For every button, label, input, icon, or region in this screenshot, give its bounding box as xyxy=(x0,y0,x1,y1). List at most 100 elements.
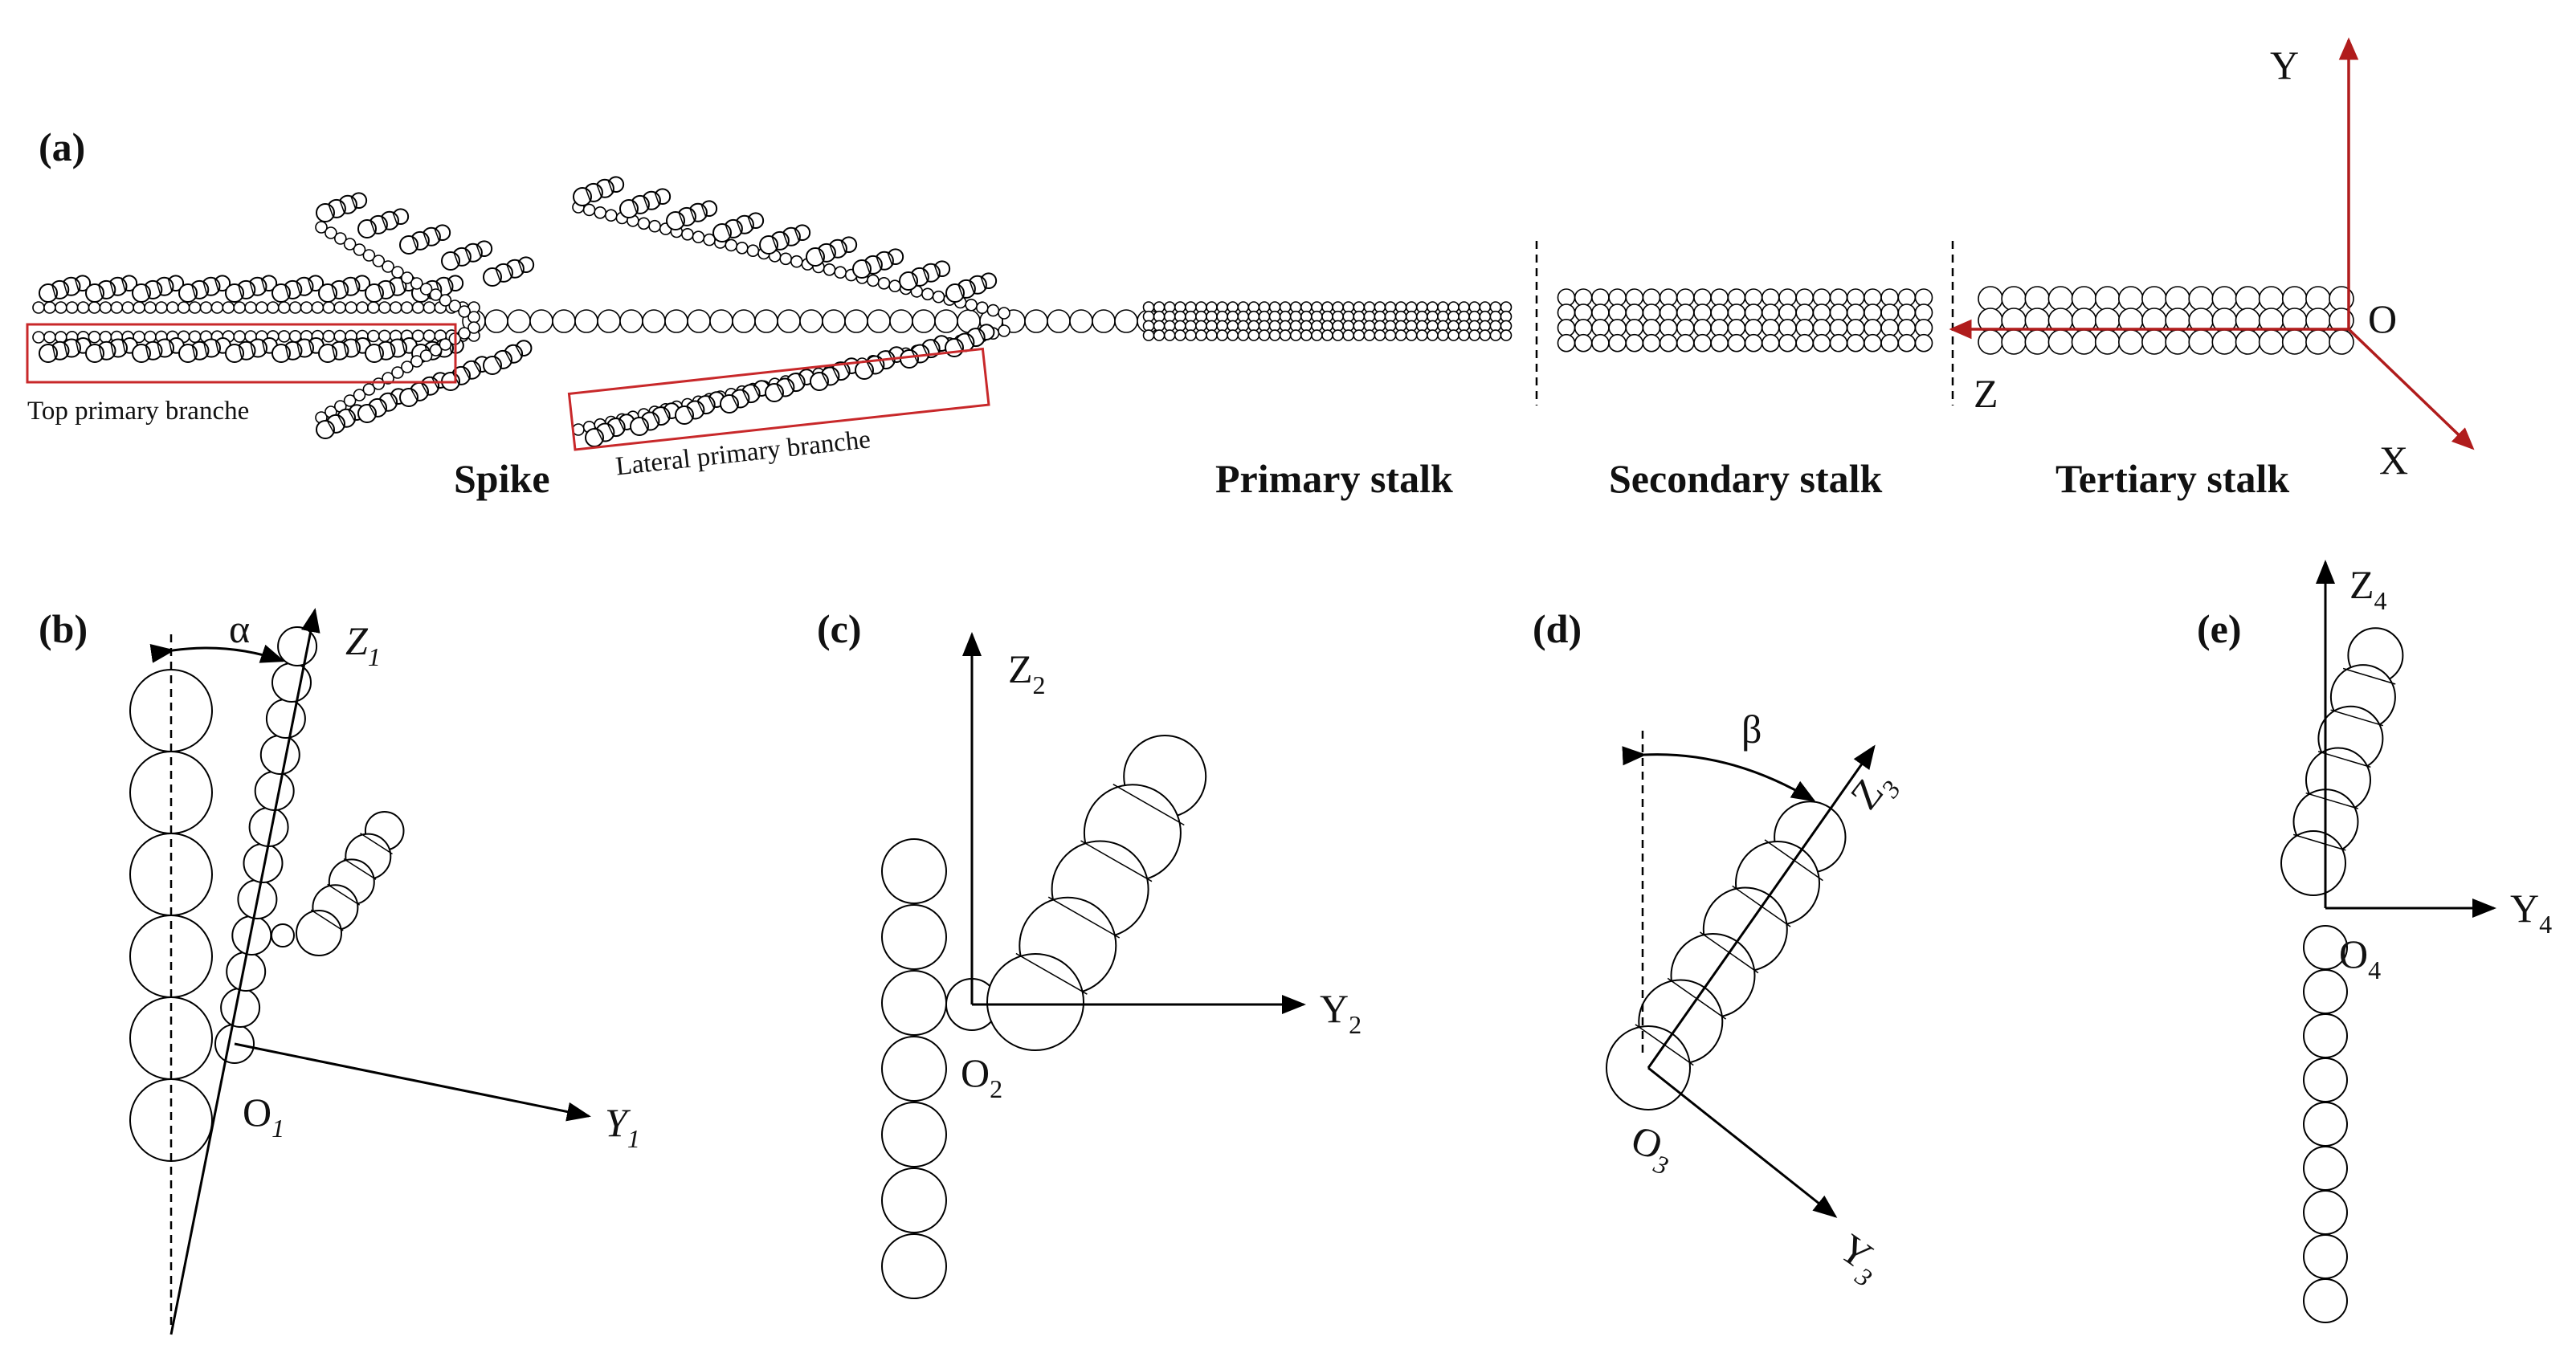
spikelet-lateral xyxy=(765,369,815,402)
branch-node xyxy=(410,277,423,290)
stalk-node xyxy=(1914,318,1933,337)
floret-divider xyxy=(585,187,591,202)
stalk-node xyxy=(1163,329,1176,341)
stalk-node xyxy=(1342,329,1354,341)
stalk-node xyxy=(2235,329,2261,355)
stalk-node xyxy=(1227,329,1239,341)
stalk-node xyxy=(1206,329,1218,341)
floret-circle xyxy=(39,344,58,363)
floret-divider xyxy=(782,231,789,247)
floret-divider xyxy=(911,271,917,287)
stalk-node xyxy=(1625,333,1644,352)
floret-divider xyxy=(606,422,614,438)
stalk-node xyxy=(1864,333,1882,352)
spikelet-lateral xyxy=(666,200,718,230)
floret-divider xyxy=(401,339,406,355)
panel-c-model xyxy=(881,735,1207,1299)
floret-divider xyxy=(752,384,761,398)
branch-node xyxy=(439,338,452,351)
stalk-node xyxy=(1500,329,1513,341)
rachis-node xyxy=(1092,309,1116,333)
floret-divider xyxy=(349,195,357,210)
branch-node xyxy=(391,366,404,379)
floret-divider xyxy=(2342,667,2396,685)
branch-node xyxy=(233,330,247,343)
stalk-node xyxy=(2071,329,2097,355)
branch-node xyxy=(353,243,366,256)
rachis-node xyxy=(732,309,756,333)
floret-divider xyxy=(353,277,360,292)
stalk-node xyxy=(1812,288,1831,307)
branch-node xyxy=(43,331,56,344)
stalk-node xyxy=(1479,329,1492,341)
floret-divider xyxy=(121,339,127,355)
stalk-node xyxy=(2235,286,2261,312)
spikelet-lateral xyxy=(852,248,904,279)
floret-circle xyxy=(132,344,151,363)
stalk-node xyxy=(1812,333,1831,352)
stalk-node xyxy=(1557,304,1576,322)
panel-b-alpha-arc xyxy=(149,643,285,663)
branch-node xyxy=(681,227,694,241)
spikelet-lateral xyxy=(399,224,451,255)
stalk-node xyxy=(1195,329,1207,341)
branch-node xyxy=(467,311,480,324)
stalk-node xyxy=(1829,318,1848,337)
rachis-node xyxy=(552,309,576,333)
panel-label-d: (d) xyxy=(1533,606,1582,651)
stalk-node xyxy=(2165,329,2190,355)
rachis-node xyxy=(687,309,711,333)
spikelet-lateral xyxy=(945,272,998,303)
spikelet-lateral xyxy=(630,402,680,436)
stalk-node xyxy=(1427,329,1439,341)
floret-divider xyxy=(462,365,471,380)
floret-divider xyxy=(640,417,649,431)
floret-divider xyxy=(876,355,884,370)
floret-divider xyxy=(368,403,377,418)
branch-node xyxy=(199,301,213,314)
stalk-node xyxy=(2141,286,2167,312)
floret-circle xyxy=(271,344,291,363)
floret-circle xyxy=(2280,830,2346,896)
stalk-node xyxy=(2188,286,2214,312)
stalk-node xyxy=(2211,329,2238,355)
stalk-node xyxy=(1237,329,1250,341)
floret-divider xyxy=(191,344,197,360)
stalk-node xyxy=(1710,288,1729,307)
floret-divider xyxy=(1015,952,1088,995)
branch-node xyxy=(976,301,989,315)
stalk-node xyxy=(1744,304,1763,322)
spikelet-lateral xyxy=(483,340,533,375)
branch-node xyxy=(367,329,380,343)
branch-node xyxy=(343,394,357,407)
floret-divider xyxy=(828,243,835,259)
spikelet-top-lower xyxy=(318,336,371,363)
rachis-circle xyxy=(2303,1102,2348,1147)
floret-divider xyxy=(308,339,313,355)
floret-divider xyxy=(933,263,940,279)
stalk-node xyxy=(1762,288,1780,307)
stalk-node xyxy=(1693,304,1712,322)
stalk-node xyxy=(1676,333,1695,352)
stalk-node xyxy=(2258,329,2284,355)
branch-node xyxy=(300,301,313,314)
floret-divider xyxy=(864,259,871,275)
stalk-node xyxy=(1591,304,1610,322)
floret-divider xyxy=(354,339,360,355)
floret-divider xyxy=(337,414,345,428)
panel-d-z3-label: Z3 xyxy=(1841,760,1906,822)
stalk-node xyxy=(1778,288,1797,307)
branch-node xyxy=(99,301,112,314)
branch-node xyxy=(322,301,336,314)
stalk-node xyxy=(1676,318,1695,337)
stalk-node xyxy=(2047,329,2074,355)
floret-divider xyxy=(685,405,694,420)
stalk-node xyxy=(1897,333,1917,352)
branch-node xyxy=(400,301,414,314)
stalk-node xyxy=(2094,286,2121,312)
floret-divider xyxy=(514,344,523,358)
floret-divider xyxy=(793,227,800,242)
section-label-spike: Spike xyxy=(454,456,550,501)
stalk-node xyxy=(1374,329,1386,341)
stalk-node xyxy=(2001,329,2027,355)
